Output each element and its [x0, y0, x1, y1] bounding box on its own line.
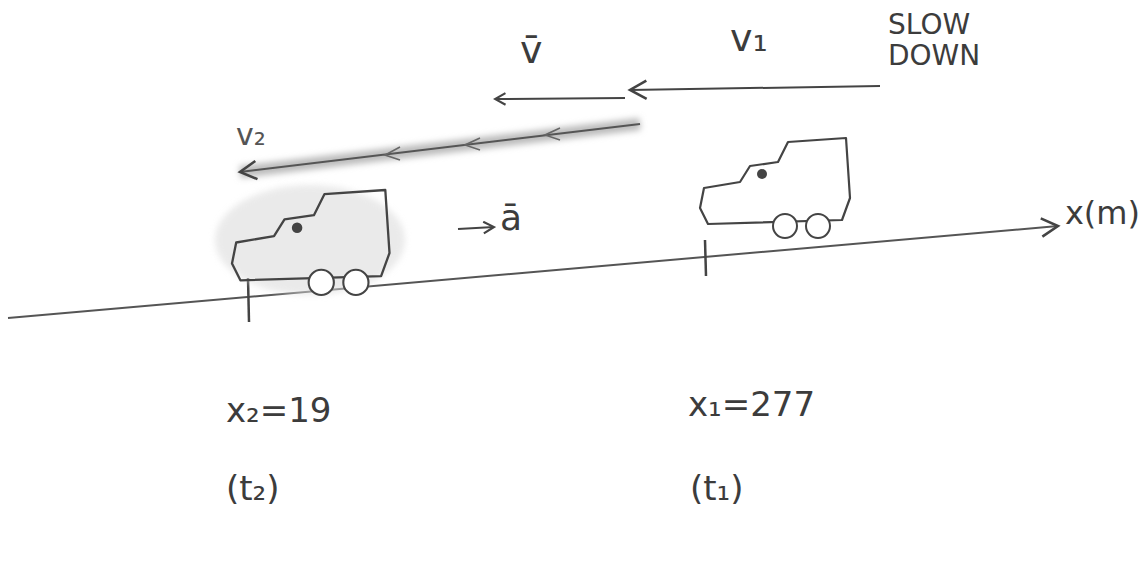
- truck-t1: [700, 138, 850, 238]
- v2-shading: [240, 124, 640, 172]
- average-velocity-label: v̄: [520, 30, 543, 72]
- time-t1: (t₁): [690, 470, 744, 507]
- v2-label: v₂: [236, 118, 266, 151]
- average-velocity-arrow: [495, 98, 625, 99]
- axis-label: x(m): [1065, 196, 1140, 231]
- truck-shading: [215, 185, 405, 295]
- slow-down-note: SLOW DOWN: [888, 10, 998, 72]
- v2-arrow: [240, 124, 640, 172]
- acceleration-arrow: [458, 227, 494, 229]
- acceleration-label: ā: [500, 198, 522, 238]
- position-x2: x₂=19: [226, 392, 332, 429]
- time-t2: (t₂): [226, 470, 280, 507]
- v1-arrow: [630, 86, 880, 90]
- v1-label: v₁: [730, 18, 768, 60]
- truck-t2: [232, 190, 390, 295]
- v2-chevrons: [385, 128, 560, 160]
- x2-tick: [248, 278, 249, 322]
- x-axis: [8, 226, 1058, 318]
- x1-tick: [705, 240, 706, 276]
- position-x1: x₁=277: [688, 386, 815, 423]
